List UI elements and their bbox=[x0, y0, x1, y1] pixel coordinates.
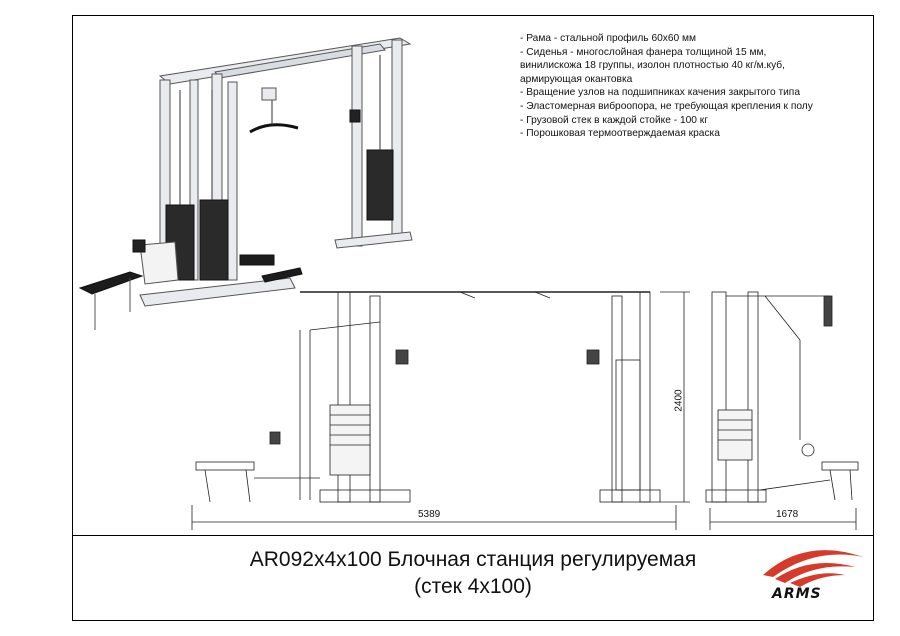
spec-line: винилискожа 18 группы, изолон плотностью… bbox=[520, 60, 785, 72]
spec-line: - Порошковая термоотверждаемая краска bbox=[520, 128, 720, 140]
product-title: AR092х4х100 Блочная станция регулируемая… bbox=[72, 546, 874, 600]
spec-line: армирующая окантовка bbox=[520, 73, 633, 85]
logo-text: ARMS bbox=[772, 586, 822, 602]
side-view-drawing bbox=[705, 291, 859, 530]
drawing-frame bbox=[72, 15, 874, 621]
spec-line: - Грузовой стек в каждой стойке - 100 кг bbox=[520, 114, 708, 126]
spec-line: - Рама - стальной профиль 60х60 мм bbox=[520, 33, 697, 44]
spec-line: - Сиденья - многослойная фанера толщиной… bbox=[520, 46, 767, 58]
title-line-1: AR092х4х100 Блочная станция регулируемая bbox=[249, 548, 697, 571]
arms-logo bbox=[763, 550, 863, 587]
height-dimension: 2400 bbox=[673, 389, 685, 412]
machine-3d-render bbox=[78, 37, 413, 330]
title-block-divider bbox=[72, 535, 874, 536]
title-line-2: (стек 4х100) bbox=[414, 575, 532, 598]
spec-line: - Вращение узлов на подшипниках качения … bbox=[520, 87, 800, 99]
spec-line: - Эластомерная виброопора, не требующая … bbox=[520, 100, 813, 112]
width-dimension: 5389 bbox=[418, 509, 441, 520]
front-view-drawing bbox=[191, 291, 690, 530]
specifications-list: - Рама - стальной профиль 60х60 мм - Сид… bbox=[520, 32, 813, 141]
depth-dimension: 1678 bbox=[776, 509, 799, 520]
